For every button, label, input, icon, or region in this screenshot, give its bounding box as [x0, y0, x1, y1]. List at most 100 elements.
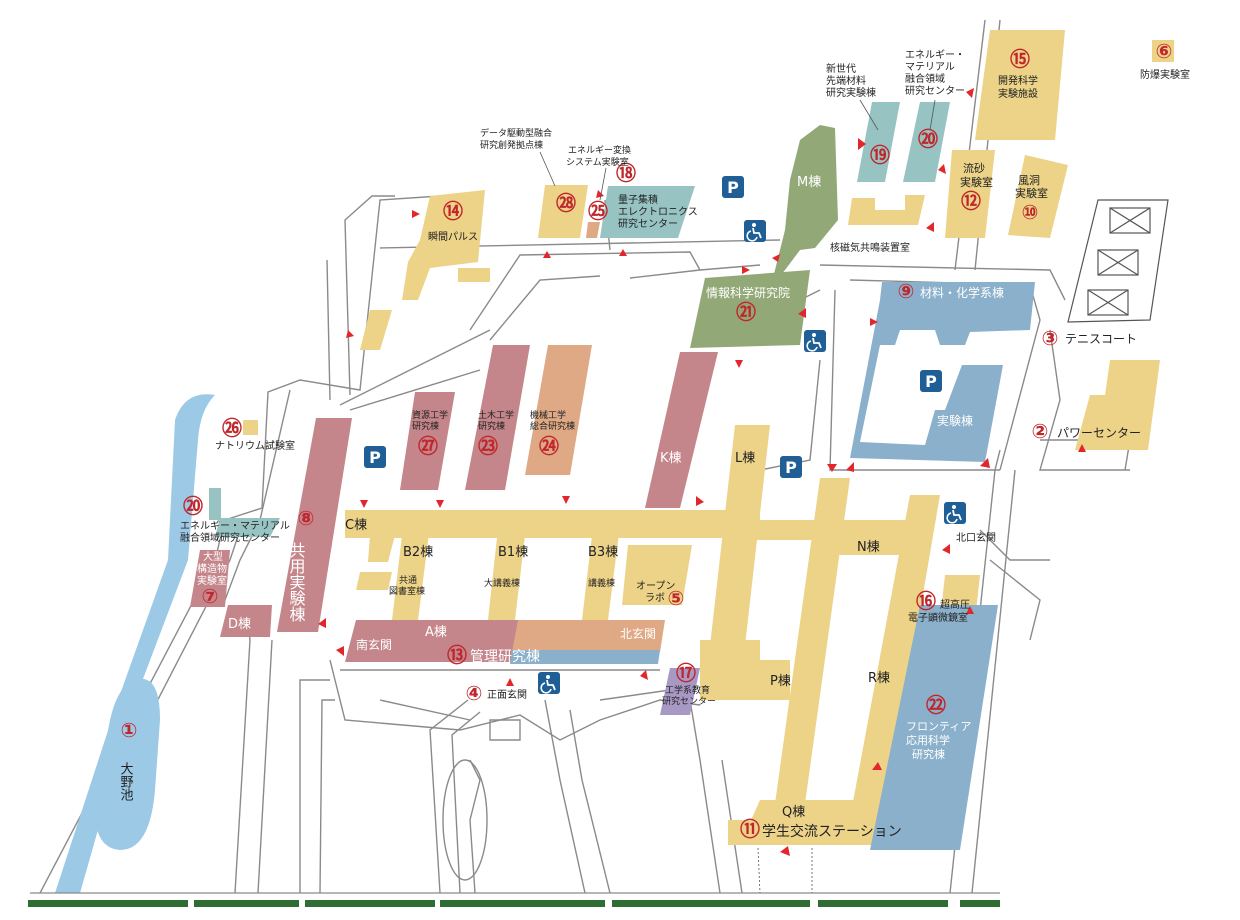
- label-k-bldg: K棟: [660, 451, 682, 466]
- label-r-bldg: R棟: [868, 671, 890, 686]
- label-b18-1: 量子集積: [618, 193, 658, 206]
- red-triangle-icon: [735, 360, 743, 368]
- label-b20-1: エネルギー・: [905, 49, 965, 61]
- badge-6: ⑥: [1156, 39, 1173, 63]
- wheelchair-icon: [944, 502, 966, 524]
- wheelchair-icon: [538, 672, 560, 694]
- label-b3-bldg: B3棟: [588, 545, 618, 560]
- parking-icon: P: [722, 176, 744, 198]
- pink-buildings: [190, 345, 718, 662]
- label-kyotsu-1: 共通: [399, 575, 417, 586]
- badge-5: ⑤: [668, 586, 685, 610]
- badge-14: ⑭: [443, 199, 463, 223]
- badge-10: ⑩: [1022, 200, 1039, 224]
- label-kyotsu-2: 図書室棟: [389, 585, 425, 597]
- label-b28-2: 研究創発拠点棟: [480, 139, 543, 151]
- badge-8: ⑧: [298, 506, 315, 530]
- red-triangle-icon: [742, 266, 750, 274]
- blue-buildings: [209, 102, 1035, 850]
- svg-text:P: P: [369, 448, 381, 467]
- svg-text:P: P: [925, 372, 937, 391]
- badge-9: ⑨: [898, 279, 915, 303]
- badge-26: ㉖: [222, 416, 242, 440]
- red-triangle-icon: [619, 249, 627, 256]
- label-b18-2: エレクトロニクス: [618, 206, 698, 218]
- badge-2: ②: [1032, 419, 1049, 443]
- label-kitaguchi: 北口玄関: [956, 531, 996, 544]
- label-jikken: 実験棟: [937, 413, 973, 428]
- label-nmr: 核磁気共鳴装置室: [830, 241, 910, 254]
- red-triangle-icon: [966, 606, 974, 614]
- red-triangle-icon: [506, 678, 514, 686]
- label-b20-4: 研究センター: [905, 84, 965, 97]
- red-triangle-icon: [412, 210, 420, 218]
- label-q-bldg: Q棟: [782, 805, 805, 820]
- label-b19-1: 新世代: [826, 62, 856, 75]
- label-b20-3: 融合領域: [905, 72, 945, 85]
- red-triangle-icon: [640, 670, 648, 680]
- red-triangle-icon: [846, 462, 854, 472]
- red-triangle-icon: [780, 846, 790, 856]
- label-b7-1: 大型: [203, 550, 223, 563]
- label-b28-1: データ駆動型融合: [480, 127, 552, 139]
- label-b22-2: 応用科学: [906, 733, 950, 747]
- parking-icon: P: [780, 456, 802, 478]
- red-triangle-icon: [772, 254, 780, 262]
- wheelchair-icon: [744, 220, 766, 242]
- red-triangle-icon: [942, 544, 950, 554]
- red-triangle-icon: [798, 308, 806, 318]
- label-materials-chem: 材料・化学系棟: [920, 285, 1004, 300]
- label-b7-3: 実験室: [197, 574, 227, 587]
- label-north-gate: 北玄関: [620, 626, 656, 641]
- label-b27-1: 資源工学: [412, 409, 448, 421]
- badge-16: ⑯: [916, 589, 936, 613]
- label-tennis-court: テニスコート: [1065, 332, 1137, 346]
- red-triangle-icon: [870, 318, 878, 326]
- label-pulse: 瞬間パルス: [428, 230, 478, 243]
- entrance-markers: [318, 88, 1086, 856]
- red-triangle-icon: [346, 330, 354, 338]
- number-badges: ① ② ③ ④ ⑤ ⑥ ⑦ ⑧ ⑨ ⑩ ⑪ ⑫ ⑬ ⑭ ⑮ ⑯ ⑰ ⑱ ⑲ ⑳ …: [121, 39, 1173, 841]
- label-a-bldg: A棟: [425, 625, 447, 640]
- label-open-lab-1: オープン: [636, 580, 675, 592]
- yellow-buildings: [243, 30, 1174, 845]
- label-wind-1: 風洞: [1018, 174, 1040, 187]
- label-b7-2: 構造物: [197, 562, 227, 575]
- label-sand-1: 流砂: [963, 161, 985, 175]
- label-info-science: 情報科学研究院: [706, 285, 790, 300]
- badge-13: ⑬: [447, 643, 467, 667]
- label-b20-2: マテリアル: [905, 62, 955, 73]
- badge-28: ㉘: [556, 191, 576, 215]
- label-b23-1: 土木工学: [478, 409, 514, 421]
- label-open-lab-2: ラボ: [645, 592, 665, 604]
- label-n-bldg: N棟: [857, 540, 880, 555]
- label-b19-3: 研究実験棟: [826, 86, 876, 99]
- red-triangle-icon: [926, 222, 934, 232]
- label-d-bldg: D棟: [228, 617, 251, 632]
- label-b25-2: システム実験室: [566, 156, 629, 168]
- label-c-bldg: C棟: [345, 518, 367, 533]
- label-power-center: パワーセンター: [1057, 426, 1141, 440]
- badge-24: ㉔: [539, 434, 559, 458]
- label-b2-bldg: B2棟: [403, 545, 433, 560]
- label-main-entrance: 正面玄関: [487, 688, 527, 701]
- label-b24-1: 機械工学: [530, 409, 566, 421]
- badge-1: ①: [121, 718, 138, 742]
- badge-27: ㉗: [418, 434, 438, 458]
- label-sand-2: 実験室: [960, 175, 993, 189]
- red-triangle-icon: [336, 646, 344, 656]
- label-b25-1: エネルギー変換: [568, 144, 631, 156]
- red-triangle-icon: [827, 464, 837, 472]
- label-b17-1: 工学系教育: [665, 684, 710, 696]
- badge-17: ⑰: [676, 661, 696, 685]
- red-triangle-icon: [938, 164, 946, 174]
- badge-3: ③: [1042, 326, 1059, 350]
- svg-text:P: P: [785, 458, 797, 477]
- label-sodium: ナトリウム試験室: [215, 439, 295, 452]
- label-admin: 管理研究棟: [470, 649, 540, 665]
- label-b23-2: 研究棟: [478, 420, 505, 432]
- svg-text:P: P: [727, 178, 739, 197]
- red-triangle-icon: [360, 500, 368, 508]
- red-triangle-icon: [1078, 444, 1086, 452]
